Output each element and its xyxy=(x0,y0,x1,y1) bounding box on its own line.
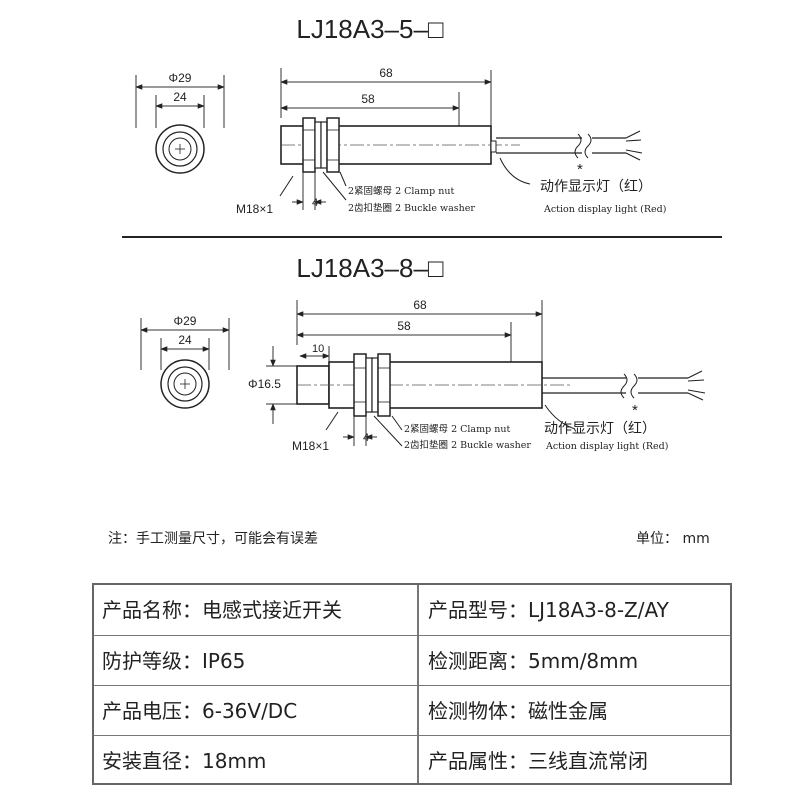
spec-detection-object: 检测物体：磁性金属 xyxy=(428,699,608,723)
spec-row: 安装直径：18mm 产品属性：三线直流常闭 xyxy=(94,735,730,786)
drawing-2-clamp-nut: 2紧固螺母 2 Clamp nut xyxy=(404,424,510,435)
spec-row: 产品电压：6-36V/DC 检测物体：磁性金属 xyxy=(94,685,730,736)
drawing-1-thread: M18×1 xyxy=(236,202,273,216)
measurement-note: 注：手工测量尺寸，可能会有误差 xyxy=(108,531,318,547)
drawing-2-dim-phi16-5: Φ16.5 xyxy=(248,377,281,391)
drawing-2-dim-phi29: Φ29 xyxy=(174,314,197,328)
drawing-2-front-view: Φ29 24 xyxy=(140,314,230,409)
drawing-1-led-label-en: Action display light (Red) xyxy=(543,204,666,215)
drawing-2-dim-58: 58 xyxy=(397,319,411,333)
drawing-1-led-label-cn: 动作显示灯（红） xyxy=(540,178,652,194)
drawing-2-dim-24: 24 xyxy=(178,333,192,347)
drawing-lj18a3-5: LJ18A3–5–□ Φ29 24 68 58 xyxy=(135,14,666,216)
spec-voltage: 产品电压：6-36V/DC xyxy=(102,699,298,723)
spec-install-diameter: 安装直径：18mm xyxy=(102,749,267,773)
drawing-2-dim-68: 68 xyxy=(413,298,427,312)
drawing-1-dim-4: 4 xyxy=(312,197,318,209)
drawing-2-star: * xyxy=(632,402,638,419)
drawing-2-led-label-cn: 动作显示灯（红） xyxy=(544,420,656,436)
drawing-1-side-view: 68 58 M18×1 xyxy=(236,66,666,216)
drawing-1-dim-phi29: Φ29 xyxy=(169,71,192,85)
spec-detection-distance: 检测距离：5mm/8mm xyxy=(428,649,639,673)
drawing-1-front-view: Φ29 24 xyxy=(135,71,225,174)
drawing-1-clamp-nut: 2紧固螺母 2 Clamp nut xyxy=(348,186,454,197)
spec-product-model: 产品型号：LJ18A3-8-Z/AY xyxy=(428,598,669,622)
spec-table: 产品名称：电感式接近开关 产品型号：LJ18A3-8-Z/AY 防护等级：IP6… xyxy=(92,583,732,785)
spec-table-divider xyxy=(417,585,419,783)
spec-protection-level: 防护等级：IP65 xyxy=(102,649,246,673)
drawing-lj18a3-8: LJ18A3–8–□ Φ29 24 68 58 xyxy=(140,253,706,453)
drawing-1-dim-58: 58 xyxy=(361,92,375,106)
spec-row: 防护等级：IP65 检测距离：5mm/8mm xyxy=(94,635,730,686)
drawing-1-star: * xyxy=(577,161,583,178)
drawing-1-buckle-washer: 2齿扣垫圈 2 Buckle washer xyxy=(348,202,475,214)
drawing-2-thread: M18×1 xyxy=(292,439,329,453)
unit-label: 单位： mm xyxy=(636,531,710,547)
spec-output-type: 产品属性：三线直流常闭 xyxy=(428,749,648,773)
spec-product-name: 产品名称：电感式接近开关 xyxy=(102,598,342,622)
sensor-dimension-drawing: LJ18A3–5–□ Φ29 24 68 58 xyxy=(122,14,722,453)
drawing-1-title: LJ18A3–5–□ xyxy=(296,14,444,44)
spec-row: 产品名称：电感式接近开关 产品型号：LJ18A3-8-Z/AY xyxy=(94,585,730,635)
drawing-1-dim-68: 68 xyxy=(379,66,393,80)
drawing-2-dim-10: 10 xyxy=(312,343,324,355)
drawing-2-side-view: 68 58 10 Φ16.5 xyxy=(248,298,706,453)
drawing-2-led-label-en: Action display light (Red) xyxy=(545,441,668,452)
drawing-2-buckle-washer: 2齿扣垫圈 2 Buckle washer xyxy=(404,439,531,451)
drawing-2-title: LJ18A3–8–□ xyxy=(296,253,444,283)
drawing-1-dim-24: 24 xyxy=(173,90,187,104)
drawing-2-dim-4: 4 xyxy=(363,432,369,444)
